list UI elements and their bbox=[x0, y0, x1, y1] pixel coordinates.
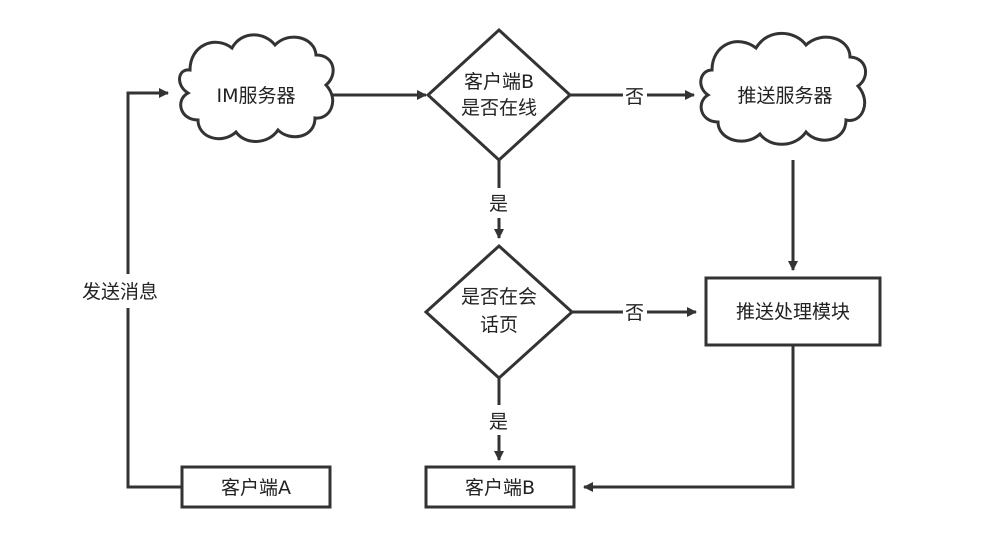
client-b-box bbox=[424, 465, 576, 509]
edge-label-session-no: 否 bbox=[625, 302, 644, 324]
decision-client-b-online bbox=[425, 27, 573, 163]
edge-label-send-message: 发送消息 bbox=[82, 281, 158, 303]
push-module-label: 推送处理模块 bbox=[736, 301, 850, 323]
push-server-cloud bbox=[699, 31, 867, 146]
decision-client-b-online-line2: 是否在线 bbox=[461, 97, 537, 119]
client-a-box bbox=[180, 465, 332, 509]
im-server-label: IM服务器 bbox=[217, 85, 296, 107]
decision-in-session-page bbox=[423, 243, 575, 381]
push-module-box bbox=[704, 276, 882, 347]
im-server-cloud bbox=[178, 33, 335, 143]
decision-in-session-page-line2: 话页 bbox=[480, 314, 518, 336]
edge-label-online-no: 否 bbox=[625, 86, 644, 108]
decision-client-b-online-line1: 客户端B bbox=[464, 71, 534, 93]
edge-pushmodule-to-clientb bbox=[583, 345, 795, 492]
decision-in-session-page-line1: 是否在会 bbox=[461, 286, 537, 308]
client-a-label: 客户端A bbox=[221, 477, 291, 499]
push-server-label: 推送服务器 bbox=[737, 85, 832, 107]
client-b-label: 客户端B bbox=[465, 477, 535, 499]
edge-label-session-yes: 是 bbox=[489, 411, 508, 433]
edge-label-online-yes: 是 bbox=[489, 193, 508, 215]
